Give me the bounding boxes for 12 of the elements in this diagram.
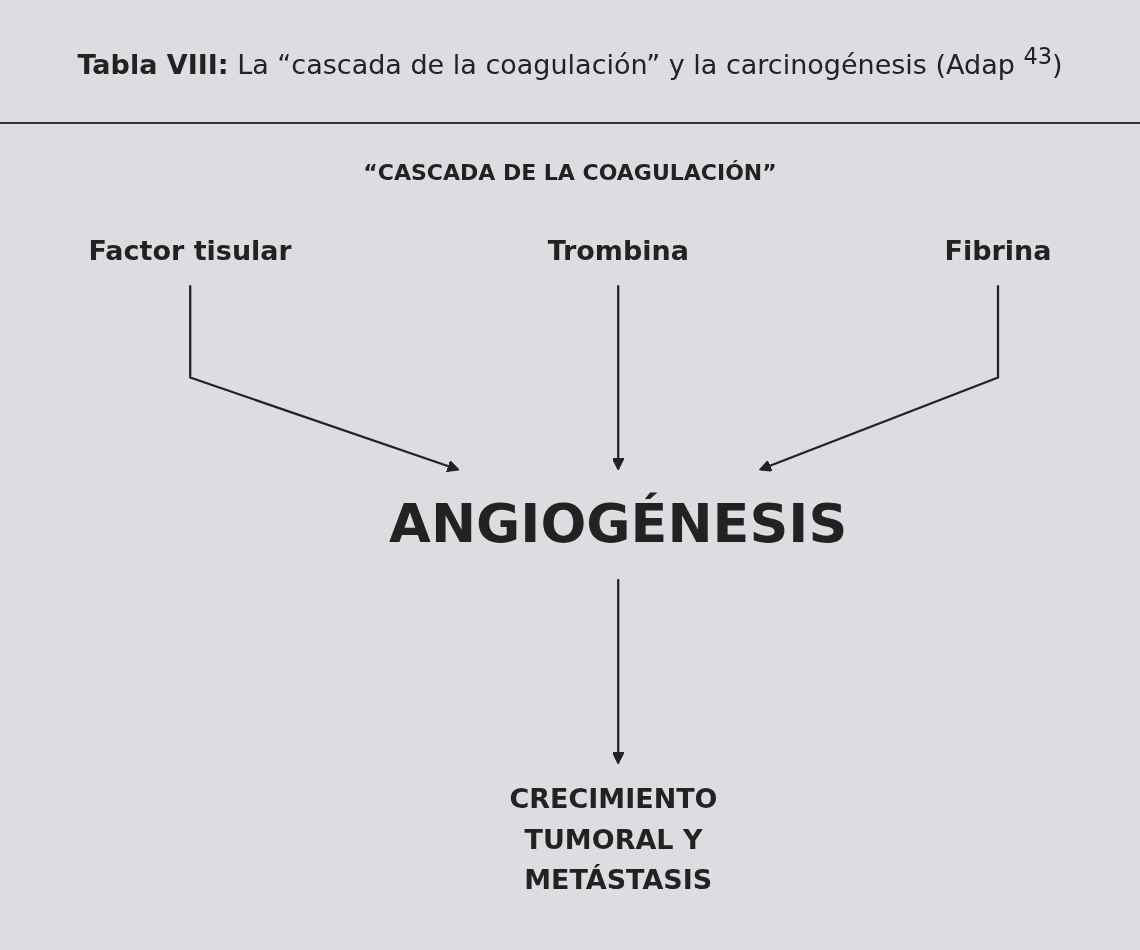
flow-diagram: Factor tisular Trombina Fibrina ANGIOGÉNESIS CRECIMIENTO TUMORAL Y METÁSTASIS <box>40 205 1100 925</box>
arrow <box>189 285 460 473</box>
arrow <box>758 285 1000 472</box>
node-text: Fibrina <box>944 234 1052 267</box>
arrow <box>611 579 625 765</box>
section-heading: “CASCADA DE LA COAGULACIÓN” <box>362 160 778 185</box>
arrow <box>611 285 625 471</box>
table-title: Tabla VIII: La “cascada de la coagulación” y la carcinogénesis (Adap $^{43}$) <box>77 42 1063 80</box>
node-text: CRECIMIENTO TUMORAL Y METÁSTASIS <box>509 782 718 895</box>
node-text: Factor tisular <box>88 234 292 267</box>
node-text: Trombina <box>547 234 689 267</box>
node-text: ANGIOGÉNESIS <box>389 492 848 556</box>
